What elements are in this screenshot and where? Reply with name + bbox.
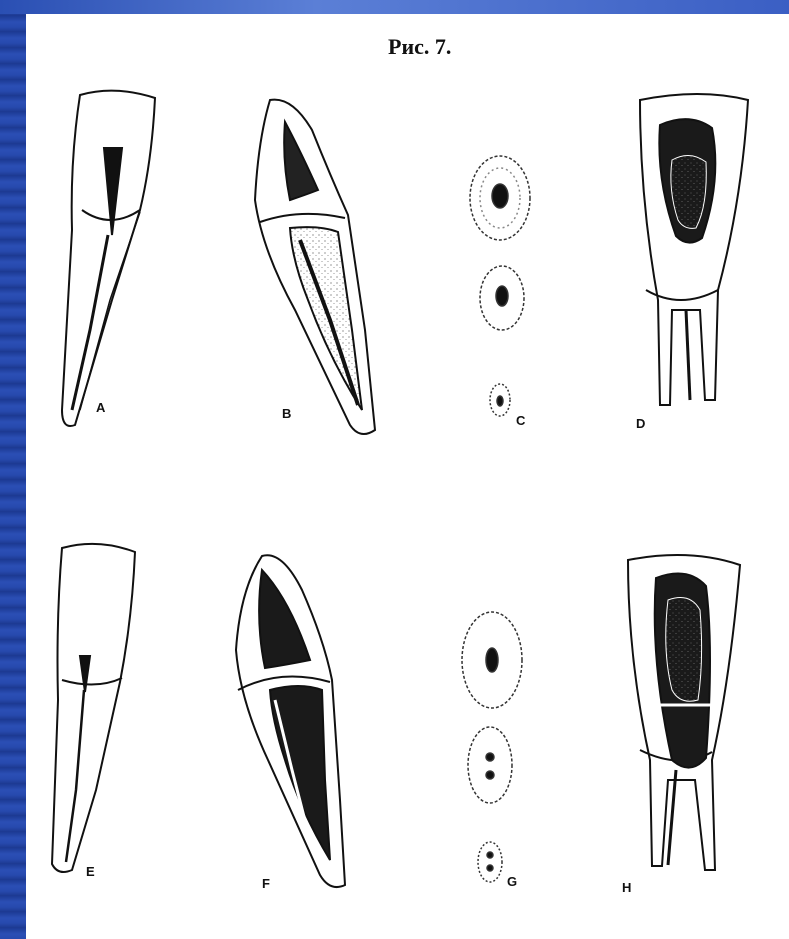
panel-label-c: C bbox=[516, 413, 525, 428]
tooth-b-drawing bbox=[255, 100, 375, 434]
panel-label-h: H bbox=[622, 880, 631, 895]
panel-label-d: D bbox=[636, 416, 645, 431]
tooth-h-drawing bbox=[628, 555, 740, 870]
tooth-g-cross-sections bbox=[462, 612, 522, 882]
tooth-f-drawing bbox=[236, 555, 345, 887]
panel-label-e: E bbox=[86, 864, 95, 879]
tooth-e-drawing bbox=[52, 544, 135, 872]
tooth-c-cross-sections bbox=[470, 156, 530, 416]
tooth-a-drawing bbox=[62, 91, 155, 426]
panel-label-g: G bbox=[507, 874, 517, 889]
panel-label-b: B bbox=[282, 406, 291, 421]
tooth-d-drawing bbox=[640, 94, 748, 405]
panel-label-a: A bbox=[96, 400, 105, 415]
panel-label-f: F bbox=[262, 876, 270, 891]
